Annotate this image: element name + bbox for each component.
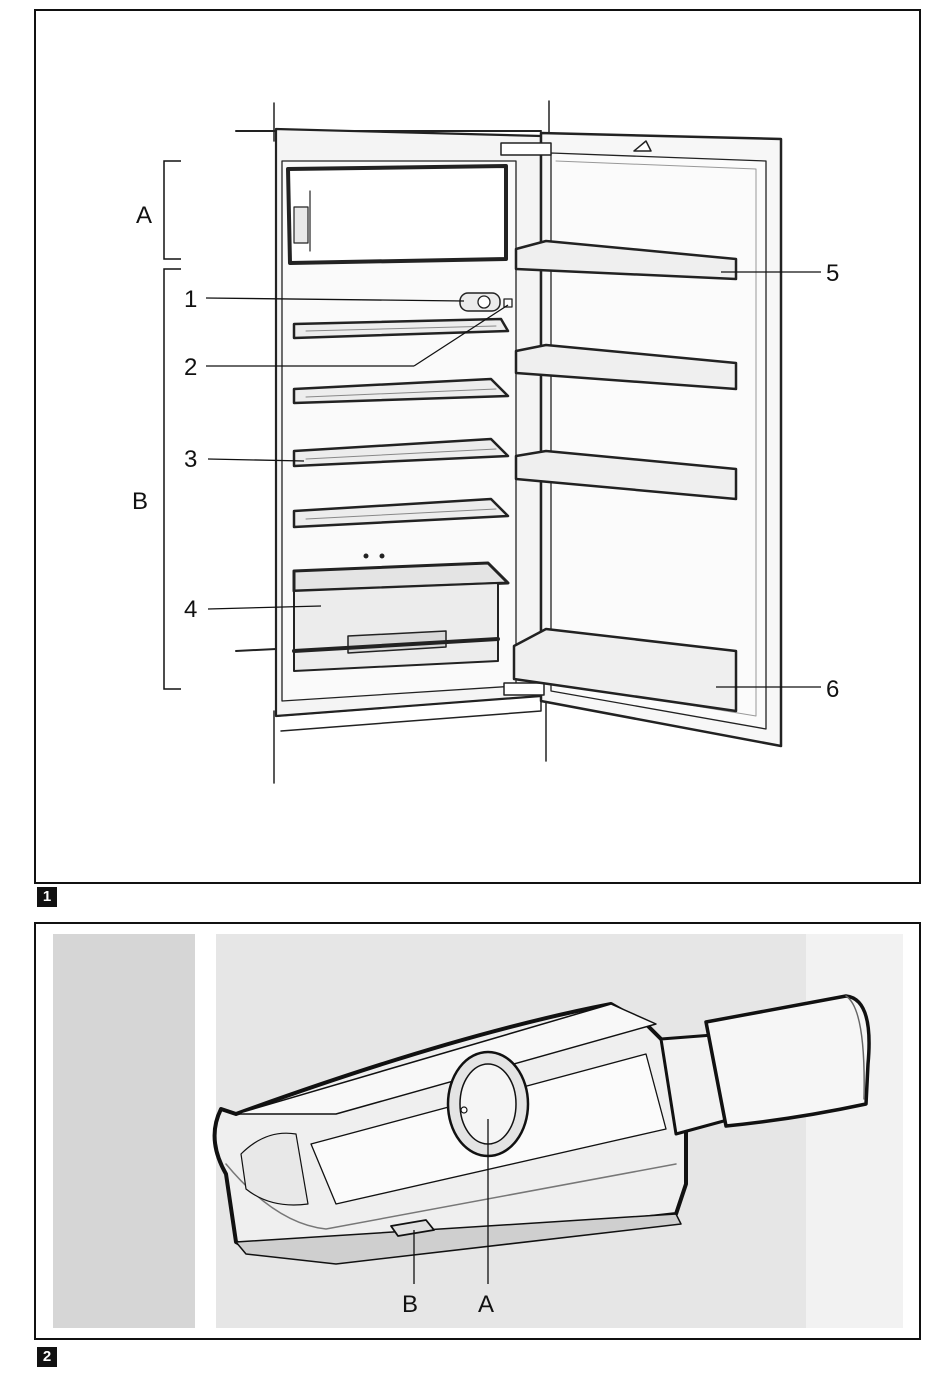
callout-1-label: 1 [184, 286, 197, 313]
figure-number-1: 1 [37, 887, 57, 907]
figure-1-panel: A B 1 2 3 4 5 6 [34, 9, 921, 884]
light-thermostat-illustration: B A [36, 924, 919, 1338]
callout-3-label: 3 [184, 446, 197, 473]
callout-2-label: 2 [184, 354, 197, 381]
zone-a-label: A [136, 202, 152, 229]
figure-number-2: 2 [37, 1347, 57, 1367]
callout-a-label: A [478, 1291, 494, 1318]
fridge-illustration: A B 1 2 3 4 5 6 [36, 11, 923, 886]
callout-b-label: B [402, 1291, 418, 1318]
callout-4-label: 4 [184, 596, 197, 623]
zone-b-label: B [132, 488, 148, 515]
callout-6-label: 6 [826, 676, 839, 703]
figure-2-panel: B A [34, 922, 921, 1340]
callout-5-label: 5 [826, 260, 839, 287]
